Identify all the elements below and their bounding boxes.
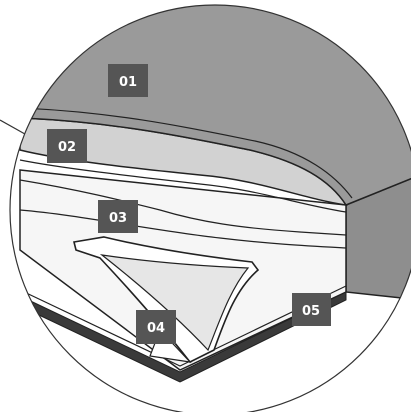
label-02: 02 <box>47 129 87 163</box>
label-02-text: 02 <box>58 140 76 155</box>
label-01-text: 01 <box>119 75 137 90</box>
label-05: 05 <box>292 293 331 326</box>
label-04-text: 04 <box>147 321 165 336</box>
label-05-text: 05 <box>302 304 320 319</box>
label-04: 04 <box>136 310 176 344</box>
label-03: 03 <box>98 200 138 233</box>
label-03-text: 03 <box>109 211 127 226</box>
label-01: 01 <box>108 64 148 97</box>
